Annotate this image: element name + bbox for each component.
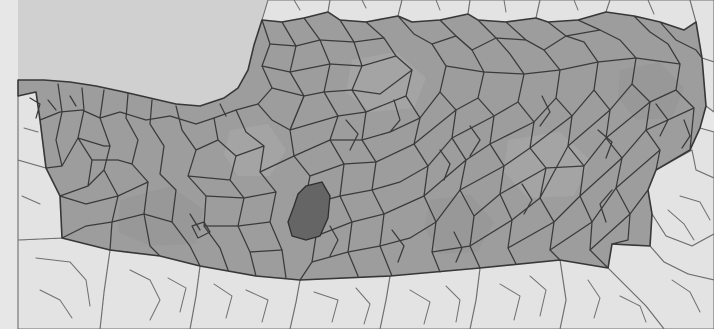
outside-land-polygons: [17, 0, 714, 329]
sea-area: [18, 0, 268, 106]
highlighted-region[interactable]: [287, 181, 331, 241]
internal-borders: [29, 15, 703, 281]
outside-land-borders: [21, 0, 711, 325]
